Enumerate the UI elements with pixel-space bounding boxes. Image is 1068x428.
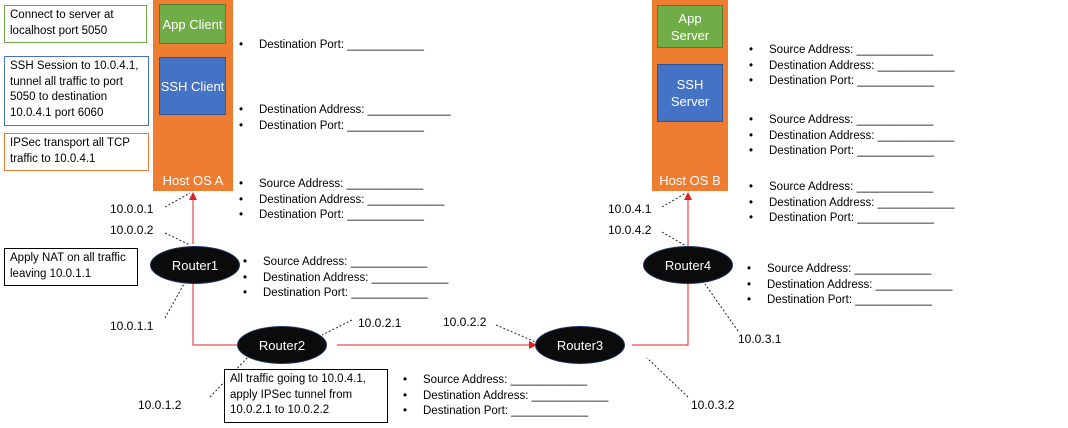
ip-10-0-0-1: 10.0.0.1	[110, 202, 154, 216]
note-ipsec: IPSec transport all TCP traffic to 10.0.…	[4, 133, 149, 171]
callout-10-0-3-1	[704, 283, 739, 332]
list-item: Destination Port: ____________	[403, 404, 608, 420]
list-app-server: Source Address: ____________ Destination…	[749, 43, 954, 90]
callout-10-0-3-2	[646, 357, 689, 398]
callout-10-0-2-1	[321, 319, 353, 336]
list-item: Destination Address: ____________	[403, 389, 608, 405]
list-ssh-client: Destination Address: _____________ Desti…	[239, 103, 451, 134]
callout-10-0-1-1	[164, 281, 186, 319]
list-item: Destination Address: ____________	[749, 196, 954, 212]
wire-r1-r2	[192, 284, 240, 346]
list-item: Source Address: ____________	[747, 262, 952, 278]
ip-10-0-4-2: 10.0.4.2	[608, 223, 652, 237]
host-os-b-label: Host OS B	[659, 173, 721, 188]
ssh-server-box[interactable]: SSH Server	[657, 64, 723, 122]
list-item: Destination Port: ____________	[749, 144, 954, 160]
callout-10-0-0-2	[164, 232, 191, 246]
callout-10-0-1-2	[209, 356, 249, 398]
host-os-a: App Client SSH Client Host OS A	[153, 0, 233, 191]
host-os-b: App Server SSH Server Host OS B	[652, 0, 728, 191]
list-item: Destination Address: ____________	[239, 193, 444, 209]
list-router1: Source Address: ____________ Destination…	[243, 255, 448, 302]
callout-10-0-0-1	[164, 192, 191, 208]
router4[interactable]: Router4	[643, 246, 733, 284]
ip-10-0-1-2: 10.0.1.2	[138, 398, 182, 412]
list-item: Destination Port: ____________	[747, 293, 952, 309]
ip-10-0-0-2: 10.0.0.2	[110, 223, 154, 237]
callout-10-0-4-2	[661, 231, 687, 247]
ip-10-0-4-1: 10.0.4.1	[608, 202, 652, 216]
list-item: Source Address: ____________	[749, 43, 954, 59]
ip-10-0-2-2: 10.0.2.2	[443, 315, 487, 329]
list-item: Source Address: ____________	[749, 113, 954, 129]
callout-10-0-4-1	[661, 192, 687, 208]
list-app-client: Destination Port: ____________	[239, 38, 424, 54]
list-item: Destination Address: ____________	[749, 129, 954, 145]
list-item: Destination Port: ____________	[239, 119, 451, 135]
host-os-a-label: Host OS A	[162, 173, 224, 188]
ip-10-0-3-2: 10.0.3.2	[691, 398, 735, 412]
list-item: Destination Address: ____________	[747, 278, 952, 294]
list-item: Destination Address: _____________	[239, 103, 451, 119]
list-item: Destination Address: ____________	[749, 59, 954, 75]
app-client-box[interactable]: App Client	[159, 4, 226, 44]
router2[interactable]: Router2	[237, 326, 327, 364]
list-host-a: Source Address: ____________ Destination…	[239, 177, 444, 224]
callout-10-0-2-2	[495, 324, 544, 346]
list-router4: Source Address: ____________ Destination…	[747, 262, 952, 309]
list-host-b: Source Address: ____________ Destination…	[749, 180, 954, 227]
note-ssh-session: SSH Session to 10.0.4.1, tunnel all traf…	[4, 56, 149, 126]
note-nat: Apply NAT on all traffic leaving 10.0.1.…	[4, 248, 138, 286]
ip-10-0-3-1: 10.0.3.1	[738, 332, 782, 346]
router1[interactable]: Router1	[150, 246, 240, 284]
list-item: Destination Port: ____________	[243, 286, 448, 302]
router3[interactable]: Router3	[535, 326, 625, 364]
app-server-box[interactable]: App Server	[657, 5, 723, 48]
ip-10-0-2-1: 10.0.2.1	[358, 316, 402, 330]
list-item: Source Address: ____________	[403, 373, 608, 389]
wire-r3-r4	[632, 284, 689, 346]
note-router2-rule: All traffic going to 10.0.4.1, apply IPS…	[224, 369, 388, 423]
list-item: Destination Port: ____________	[239, 38, 424, 54]
list-router2: Source Address: ____________ Destination…	[403, 373, 608, 420]
list-item: Destination Port: ____________	[239, 208, 444, 224]
ssh-client-box[interactable]: SSH Client	[159, 57, 226, 115]
note-connect: Connect to server at localhost port 5050	[4, 5, 147, 43]
list-item: Destination Port: ____________	[749, 74, 954, 90]
ip-10-0-1-1: 10.0.1.1	[110, 319, 154, 333]
list-item: Source Address: ____________	[243, 255, 448, 271]
list-item: Destination Port: ____________	[749, 211, 954, 227]
list-item: Source Address: ____________	[749, 180, 954, 196]
list-ssh-server: Source Address: ____________ Destination…	[749, 113, 954, 160]
list-item: Source Address: ____________	[239, 177, 444, 193]
list-item: Destination Address: ____________	[243, 271, 448, 287]
